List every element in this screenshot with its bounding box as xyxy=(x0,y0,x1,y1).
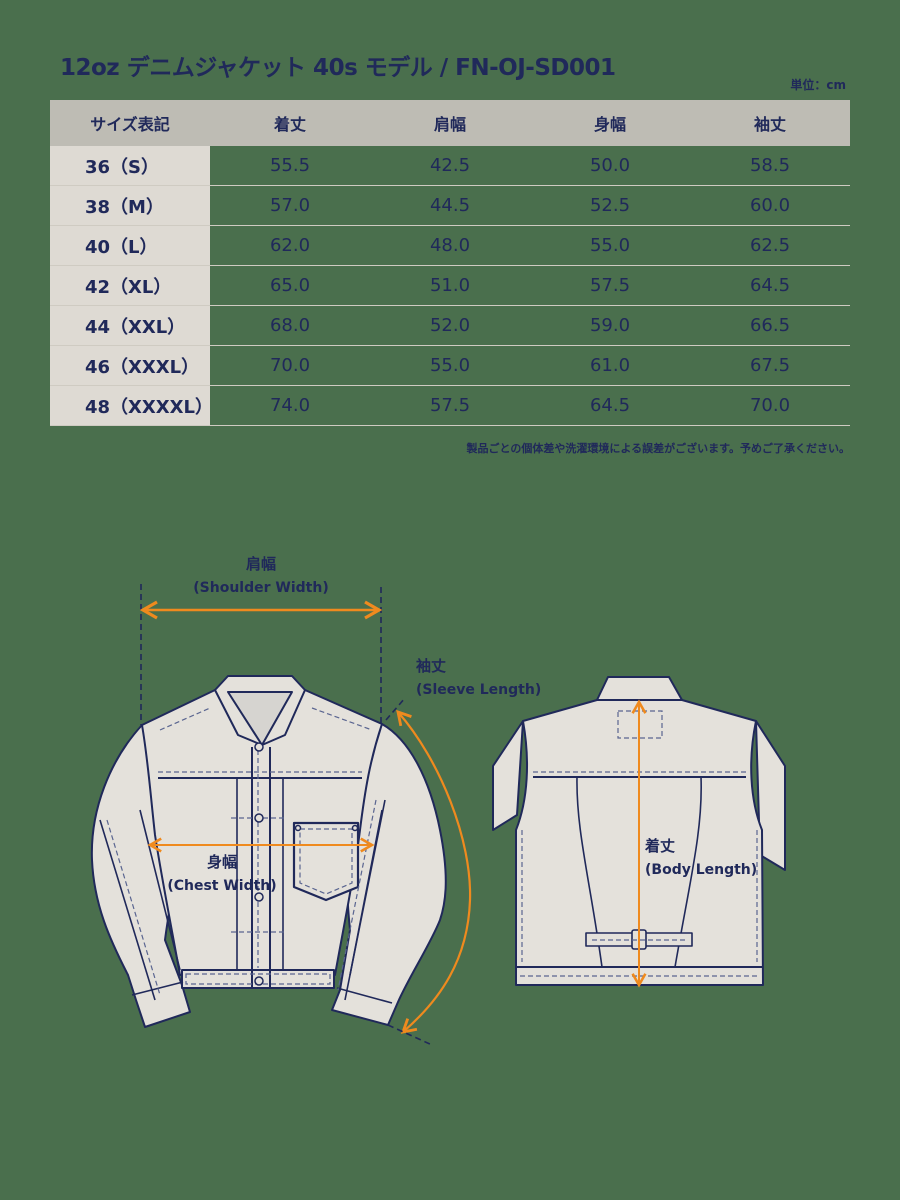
value-cell: 60.0 xyxy=(690,185,850,226)
header-sleeve-length: 袖丈 xyxy=(690,100,850,146)
shoulder-width-label: 肩幅 (Shoulder Width) xyxy=(190,553,332,596)
value-cell: 70.0 xyxy=(210,345,370,386)
value-cell: 57.5 xyxy=(530,265,690,306)
value-cell: 67.5 xyxy=(690,345,850,386)
chest-width-label-en: (Chest Width) xyxy=(167,878,277,894)
header-chest-width: 身幅 xyxy=(530,100,690,146)
header-body-length: 着丈 xyxy=(210,100,370,146)
front-buttons xyxy=(254,742,359,986)
value-cell: 48.0 xyxy=(370,225,530,266)
header-shoulder-width: 肩幅 xyxy=(370,100,530,146)
sleeve-length-label-jp: 袖丈 xyxy=(416,657,447,675)
value-cell: 65.0 xyxy=(210,265,370,306)
value-cell: 62.0 xyxy=(210,225,370,266)
value-cell: 52.5 xyxy=(530,185,690,226)
chest-width-label-jp: 身幅 xyxy=(206,853,237,871)
value-cell: 55.0 xyxy=(530,225,690,266)
value-cell: 66.5 xyxy=(690,305,850,346)
table-row: 48（XXXXL） 74.0 57.5 64.5 70.0 xyxy=(50,385,850,426)
sleeve-guide-lines xyxy=(385,697,433,1046)
table-row: 42（XL） 65.0 51.0 57.5 64.5 xyxy=(50,265,850,306)
table-row: 46（XXXL） 70.0 55.0 61.0 67.5 xyxy=(50,345,850,386)
value-cell: 70.0 xyxy=(690,385,850,426)
header-size: サイズ表記 xyxy=(50,100,210,146)
value-cell: 62.5 xyxy=(690,225,850,266)
page-title: 12oz デニムジャケット 40s モデル / FN-OJ-SD001 xyxy=(60,55,616,81)
table-header-row: サイズ表記 着丈 肩幅 身幅 袖丈 xyxy=(50,100,850,146)
value-cell: 58.5 xyxy=(690,146,850,186)
size-cell: 42（XL） xyxy=(50,265,210,306)
value-cell: 59.0 xyxy=(530,305,690,346)
disclaimer-note: 製品ごとの個体差や洗濯環境による誤差がございます。予めご了承ください。 xyxy=(466,442,850,455)
value-cell: 61.0 xyxy=(530,345,690,386)
value-cell: 57.0 xyxy=(210,185,370,226)
size-cell: 40（L） xyxy=(50,225,210,266)
body-length-label-en: (Body Length) xyxy=(645,862,758,878)
table-row: 44（XXL） 68.0 52.0 59.0 66.5 xyxy=(50,305,850,346)
size-cell: 46（XXXL） xyxy=(50,345,210,386)
chest-width-label: 身幅 (Chest Width) xyxy=(160,851,284,894)
sleeve-length-label-en: (Sleeve Length) xyxy=(416,682,542,698)
sleeve-length-label: 袖丈 (Sleeve Length) xyxy=(416,655,541,698)
value-cell: 52.0 xyxy=(370,305,530,346)
body-length-label-jp: 着丈 xyxy=(645,837,676,855)
size-chart-table: サイズ表記 着丈 肩幅 身幅 袖丈 36（S） 55.5 42.5 50.0 5… xyxy=(50,100,850,426)
value-cell: 55.0 xyxy=(370,345,530,386)
shoulder-width-label-jp: 肩幅 xyxy=(245,555,276,573)
value-cell: 74.0 xyxy=(210,385,370,426)
table-row: 40（L） 62.0 48.0 55.0 62.5 xyxy=(50,225,850,266)
shoulder-width-label-en: (Shoulder Width) xyxy=(193,580,329,596)
size-cell: 44（XXL） xyxy=(50,305,210,346)
size-cell: 48（XXXXL） xyxy=(50,385,213,426)
table-row: 36（S） 55.5 42.5 50.0 58.5 xyxy=(50,146,850,186)
body-length-label: 着丈 (Body Length) xyxy=(645,835,757,878)
value-cell: 57.5 xyxy=(370,385,530,426)
unit-label: 単位：cm xyxy=(790,78,846,92)
value-cell: 64.5 xyxy=(690,265,850,306)
table-row: 38（M） 57.0 44.5 52.5 60.0 xyxy=(50,185,850,226)
size-cell: 38（M） xyxy=(50,185,210,226)
value-cell: 50.0 xyxy=(530,146,690,186)
value-cell: 51.0 xyxy=(370,265,530,306)
value-cell: 55.5 xyxy=(210,146,370,186)
value-cell: 68.0 xyxy=(210,305,370,346)
value-cell: 42.5 xyxy=(370,146,530,186)
value-cell: 64.5 xyxy=(530,385,690,426)
value-cell: 44.5 xyxy=(370,185,530,226)
sleeve-length-arrow xyxy=(396,709,472,1034)
size-cell: 36（S） xyxy=(50,146,210,186)
